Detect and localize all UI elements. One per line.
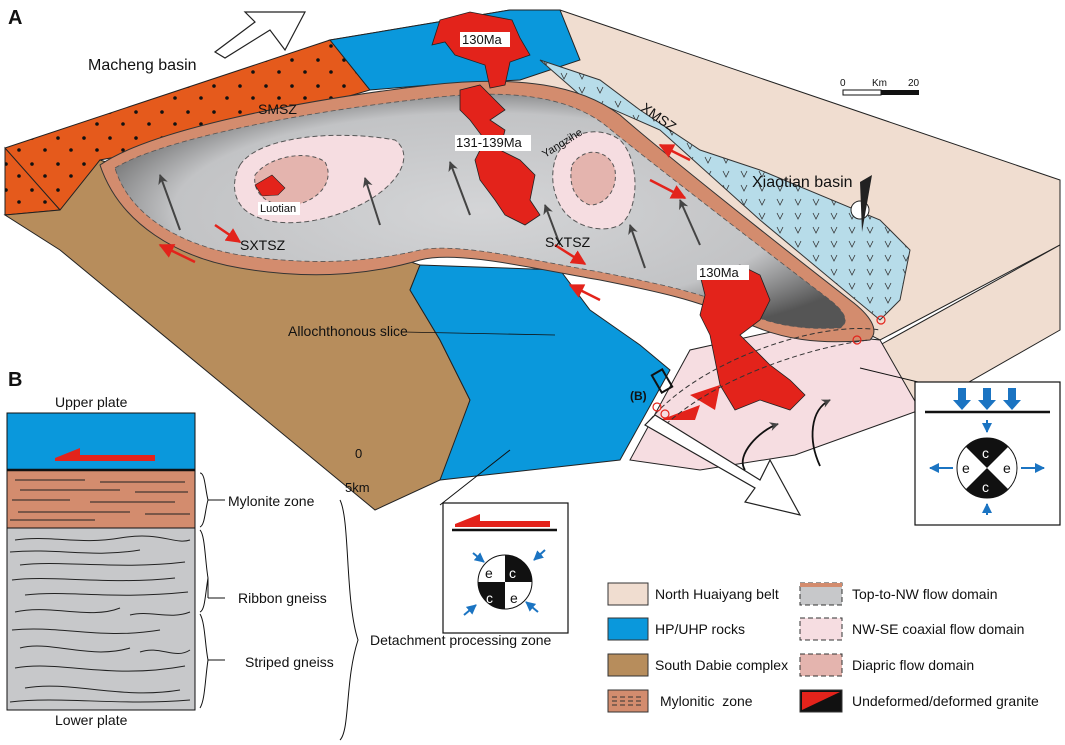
scale-unit-label: Km (872, 78, 887, 89)
inset2-e-left: e (962, 460, 970, 476)
macheng-basin-label: Macheng basin (88, 57, 197, 74)
age-label-east: 130Ma (699, 265, 740, 280)
inset2-c-top: c (982, 445, 989, 461)
age-label-center: 131-139Ma (456, 135, 523, 150)
legend-south-dabie: South Dabie complex (655, 657, 788, 673)
luotian-granite (254, 174, 286, 197)
legend-granite: Undeformed/deformed granite (852, 693, 1039, 709)
inset1-e-bottom: e (510, 590, 518, 606)
shear-arrows (158, 143, 691, 302)
box-b-label: (B) (630, 389, 647, 403)
legend-diapric: Diapric flow domain (852, 657, 974, 673)
mylonite-zone-label: Mylonite zone (228, 493, 315, 509)
xiaotian-basin-label: Xiaotian basin (752, 174, 853, 191)
legend (607, 582, 843, 713)
scale-max-label: 20 (908, 78, 920, 89)
lower-plate-label: Lower plate (55, 712, 128, 728)
panel-b-letter: B (8, 369, 22, 391)
depth-bottom-label: 5km (345, 480, 370, 495)
ribbon-gneiss-label: Ribbon gneiss (238, 590, 327, 606)
box-b-location (650, 367, 674, 395)
age-label-north: 130Ma (462, 32, 503, 47)
simple-shear-inset (439, 449, 569, 634)
block-diagram-a (3, 9, 1061, 516)
inset2-e-right: e (1003, 460, 1011, 476)
upper-plate-label: Upper plate (55, 394, 128, 410)
inset2-c-bottom: c (982, 479, 989, 495)
extension-arrow-nw (213, 11, 306, 59)
allochthonous-label: Allochthonous slice (288, 323, 408, 339)
legend-mylonitic-zone: Mylonitic zone (660, 693, 753, 709)
detachment-zone-label: Detachment processing zone (370, 632, 552, 648)
panel-a-letter: A (8, 7, 22, 29)
inset1-c-top: c (509, 565, 516, 581)
extension-arrow-se (644, 414, 802, 516)
legend-coaxial: NW-SE coaxial flow domain (852, 621, 1024, 637)
scale-min-label: 0 (840, 78, 846, 89)
legend-top-to-nw: Top-to-NW flow domain (852, 586, 998, 602)
inset1-c-bottom: c (486, 590, 493, 606)
inset1-e-top: e (485, 565, 493, 581)
granite-east (699, 264, 806, 411)
legend-hp-uhp: HP/UHP rocks (655, 621, 745, 637)
pure-shear-inset (859, 367, 1061, 526)
yangzihe-diapric-domain (570, 151, 616, 206)
sxtsz-left-label: SXTSZ (240, 237, 286, 253)
sxtsz-right-label: SXTSZ (545, 234, 591, 250)
scale-bar (842, 89, 919, 96)
depth-top-label: 0 (355, 446, 362, 461)
north-arrow-icon (850, 175, 872, 232)
slip-symbols (652, 315, 886, 419)
legend-north-huaiyang: North Huaiyang belt (655, 586, 779, 602)
flow-arrows (158, 161, 701, 269)
smsz-label: SMSZ (258, 101, 297, 117)
striped-gneiss-label: Striped gneiss (245, 654, 334, 670)
granite-north (431, 11, 531, 89)
panel-b-column (6, 412, 196, 711)
luotian-label: Luotian (260, 203, 296, 215)
granite-age-labels: 130Ma 131-139Ma 130Ma (455, 32, 749, 280)
